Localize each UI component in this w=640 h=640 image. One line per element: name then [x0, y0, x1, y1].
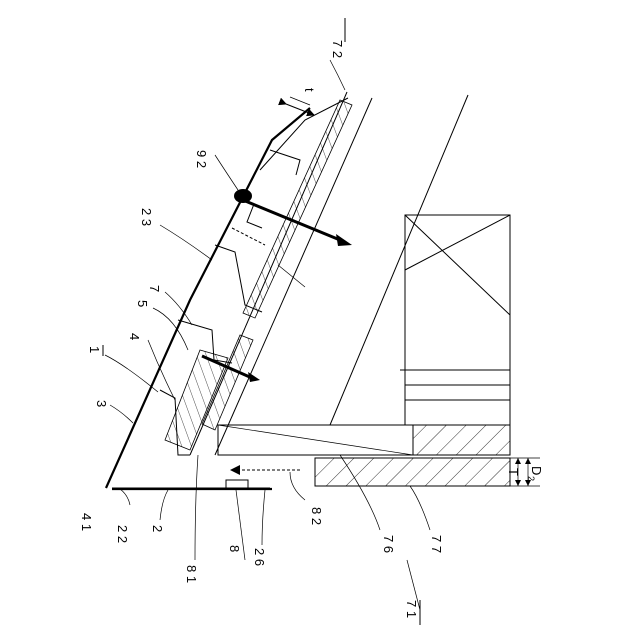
- label-t-upper: t: [302, 88, 317, 92]
- D2-arrow-top: [525, 458, 531, 464]
- beam-76-diagonal: [218, 425, 413, 455]
- leader-1: [105, 355, 158, 392]
- label-T: T: [506, 468, 521, 476]
- building-frame: [330, 95, 510, 425]
- leader-92: [215, 155, 238, 190]
- label-2: 2: [150, 525, 165, 532]
- label-7: 7: [147, 285, 162, 292]
- roof-outer-edge: [215, 98, 372, 455]
- dashed-guide: [232, 228, 265, 245]
- leader-82: [290, 472, 305, 500]
- screw-lower-tip: [248, 372, 260, 382]
- screw-upper-tip: [336, 234, 352, 246]
- beam-section: [218, 425, 510, 486]
- label-8: 8: [227, 545, 242, 552]
- leader-77: [410, 486, 430, 530]
- label-92: 9 2: [194, 150, 209, 168]
- label-23: 2 3: [139, 208, 154, 226]
- leader-81: [195, 455, 198, 560]
- label-5: 5: [135, 300, 150, 307]
- leader-23: [160, 225, 212, 260]
- leader-26: [262, 490, 265, 545]
- building-diagonal-1: [405, 215, 510, 315]
- building-outline: [405, 215, 510, 425]
- leader-22: [120, 489, 130, 505]
- roof-board-hatched-upper: [243, 100, 352, 318]
- label-77: 7 7: [429, 535, 444, 553]
- T-arrow-top: [515, 458, 521, 464]
- label-3: 3: [94, 400, 109, 407]
- arrow-82-head: [230, 465, 240, 475]
- building-rafter-line: [330, 95, 468, 425]
- arrow-82: [230, 465, 300, 475]
- reference-labels: 7 2 t 9 2 2 3 7 5 4 1 3 4 1 2 2 2 8 1 8 …: [79, 18, 544, 625]
- screw-head-92: [234, 189, 252, 203]
- label-72: 7 2: [330, 40, 345, 58]
- label-76: 7 6: [381, 535, 396, 553]
- label-22: 2 2: [115, 525, 130, 543]
- label-D2: D: [529, 466, 544, 475]
- label-81: 8 1: [184, 565, 199, 583]
- label-26: 2 6: [252, 548, 267, 566]
- sill-77: [315, 458, 510, 486]
- fasteners: [202, 189, 352, 382]
- label-82: 8 2: [309, 507, 324, 525]
- label-D2-subscript: 2: [526, 476, 536, 481]
- label-4: 4: [127, 333, 142, 340]
- T-arrow-bottom: [515, 480, 521, 486]
- leader-72: [330, 60, 345, 90]
- building-diagonal-2: [405, 215, 510, 270]
- t-dim-line-a: [290, 97, 310, 105]
- label-41: 4 1: [79, 513, 94, 531]
- beam-hatched-right: [413, 425, 510, 455]
- leader-3: [110, 405, 133, 423]
- label-1: 1: [87, 346, 102, 353]
- leader-2: [160, 490, 168, 520]
- nail: [278, 265, 305, 287]
- label-71: 7 1: [404, 600, 419, 618]
